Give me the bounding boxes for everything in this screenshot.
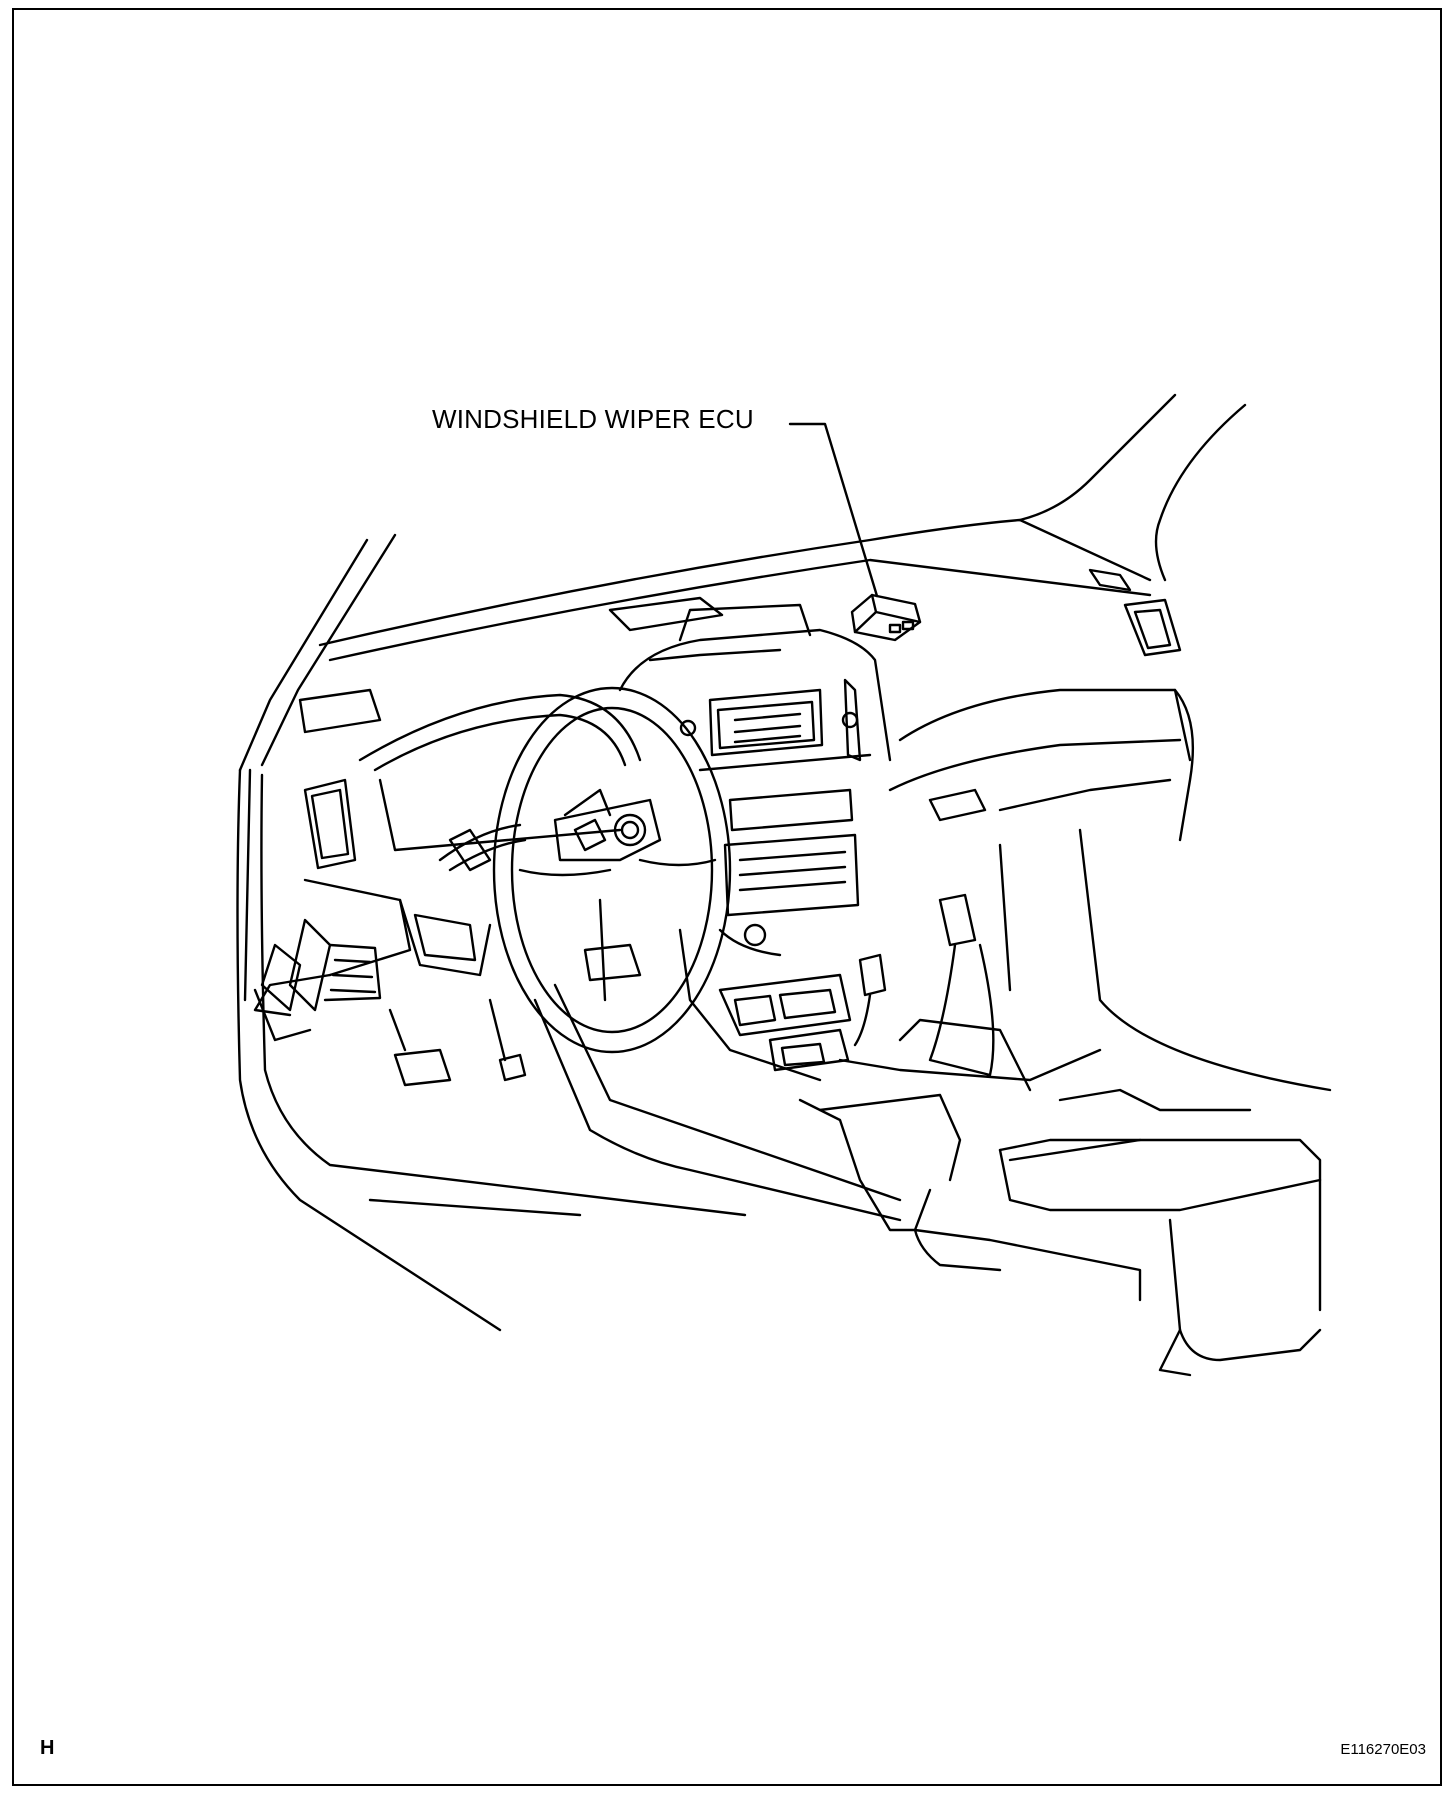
windshield-frame-right [1018,393,1247,582]
lower-dash-driver [243,768,492,1017]
steering-wheel [492,686,732,1054]
windshield-wiper-ecu-label: WINDSHIELD WIPER ECU [432,404,754,434]
dashboard-top [318,518,1152,662]
figure-id: E116270E03 [1340,1741,1426,1758]
windshield-wiper-ecu-shape [850,593,922,642]
section-letter: H [40,1737,55,1759]
instrument-cluster [298,688,642,852]
figure-frame [12,8,1442,1786]
steering-column [438,823,527,872]
junction-block [253,918,382,1042]
pedals [388,998,527,1087]
windshield-frame-left [238,533,397,772]
defroster-vents [608,568,1132,632]
center-stack [618,603,892,957]
callout-leader-line [788,422,879,598]
shift-console [718,893,1102,1092]
left-floor-sill [236,768,747,1332]
center-console-armrest [798,1088,1322,1377]
driver-side-vent [303,778,357,870]
passenger-side-dash [888,598,1332,1092]
